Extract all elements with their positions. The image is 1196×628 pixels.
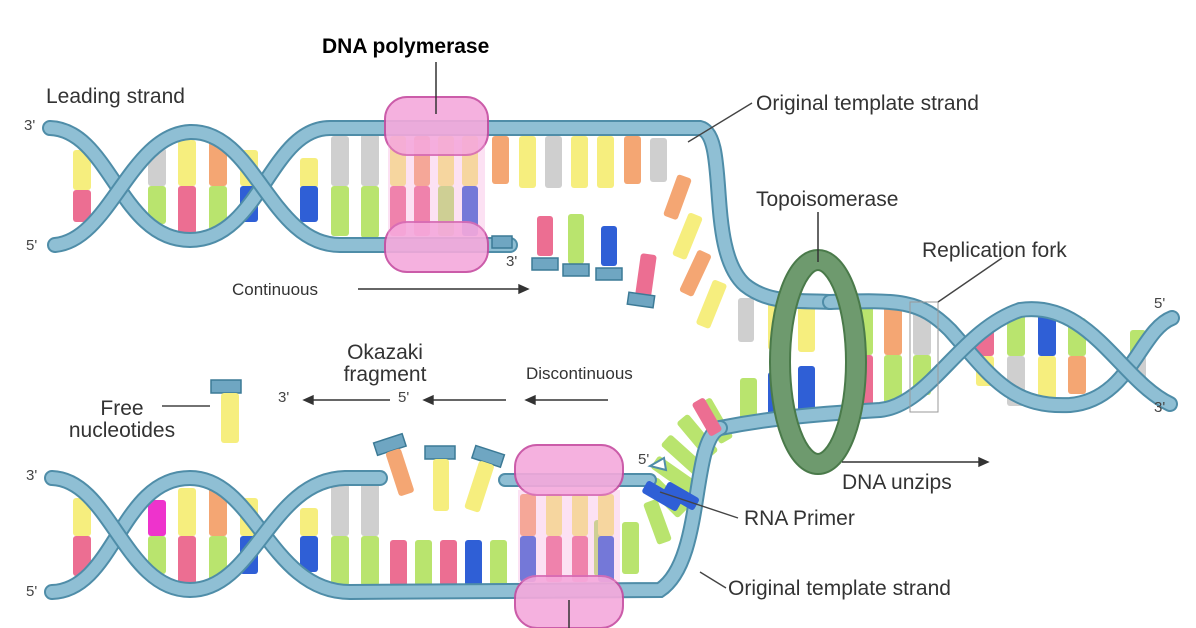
- discontinuous-label: Discontinuous: [526, 364, 633, 383]
- free-line-1: Free: [100, 397, 144, 420]
- end-label-top-left-5: 5': [26, 237, 38, 254]
- original-template-top-label: Original template strand: [756, 92, 979, 115]
- top-template-bases: [492, 136, 815, 352]
- okazaki-line-1: Okazaki: [347, 341, 423, 364]
- original-template-bottom-label: Original template strand: [728, 577, 951, 600]
- end-label-right-bottom-3: 3': [1154, 399, 1166, 416]
- end-label-lagging-5: 5': [638, 451, 650, 468]
- dna-polymerase-top: [384, 62, 489, 273]
- end-label-okazaki-3: 3': [278, 389, 290, 406]
- rna-primer: [642, 456, 699, 511]
- end-label-bottom-left-5: 5': [26, 583, 38, 600]
- bottom-polymerase-bases: [520, 494, 614, 582]
- okazaki-fragment-label: Okazaki fragment: [330, 341, 440, 387]
- backbones-layer: [42, 120, 1180, 601]
- incoming-nucleotides-top: [491, 214, 657, 309]
- end-label-right-top-5: 5': [1154, 295, 1166, 312]
- leading-strand-label: Leading strand: [46, 85, 185, 108]
- dna-polymerase-label: DNA polymerase: [322, 35, 490, 58]
- arrows: [302, 283, 990, 468]
- dna-unzips-label: DNA unzips: [842, 471, 952, 494]
- end-label-okazaki-5: 5': [398, 389, 410, 406]
- free-nucleotides-label: Free nucleotides: [56, 397, 188, 443]
- replication-fork-box: [909, 301, 939, 413]
- okazaki-line-2: fragment: [343, 363, 427, 387]
- replication-fork-label: Replication fork: [922, 239, 1067, 262]
- continuous-label: Continuous: [232, 280, 319, 299]
- topoisomerase-label: Topoisomerase: [756, 188, 899, 211]
- end-label-leading-new-3: 3': [506, 253, 518, 270]
- dna-polymerase-bottom: [514, 444, 624, 628]
- end-label-bottom-left-3: 3': [26, 467, 38, 484]
- free-line-2: nucleotides: [68, 419, 176, 443]
- end-label-top-left-3: 3': [24, 117, 36, 134]
- leader-lines: [162, 102, 1003, 589]
- topoisomerase-ring: [769, 212, 867, 475]
- rna-primer-label: RNA Primer: [744, 507, 855, 530]
- incoming-nucleotides-bottom: [210, 379, 722, 513]
- bottom-left-helix-bases: [73, 482, 507, 586]
